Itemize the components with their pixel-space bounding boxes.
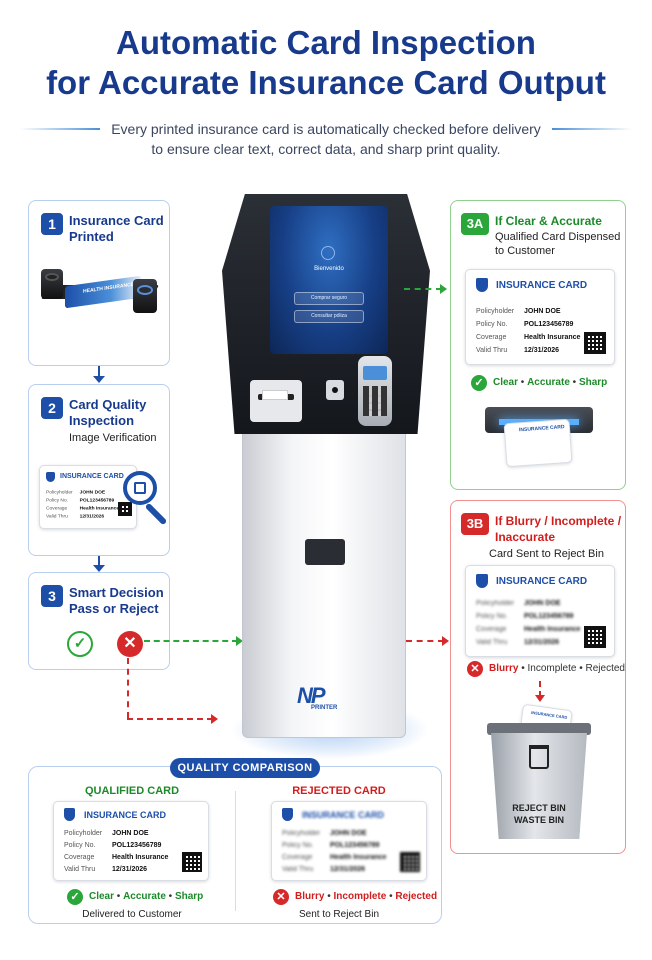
subtitle-line2: to ensure clear text, correct data, and …: [151, 141, 501, 157]
arrow-head-icon: [93, 565, 105, 572]
printer-illustration: HEALTH INSURANCE: [40, 269, 160, 315]
step-3-panel: 3 Smart Decision Pass or Reject ✓ ✕: [28, 572, 170, 670]
qr-code-icon: [400, 852, 420, 872]
reject-bin-connector: [406, 640, 444, 642]
flow-arrow-1-2: [98, 366, 100, 380]
bin-label: REJECT BIN: [512, 803, 566, 813]
step-3a-subtitle-line2: to Customer: [495, 245, 555, 257]
dispense-illustration: INSURANCE CARD: [485, 407, 593, 469]
screen-button-query[interactable]: Consultar póliza: [294, 310, 364, 323]
comparison-bad-status: Blurry • Incomplete • Rejected: [295, 891, 438, 902]
rejected-caption: Sent to Reject Bin: [298, 909, 380, 920]
reject-x-icon: ✕: [117, 631, 143, 657]
step-2-title-line2: Inspection: [69, 413, 135, 428]
shield-icon: [476, 574, 488, 588]
x-icon: ✕: [467, 661, 483, 677]
step-3b-title: If Blurry / Incomplete /: [495, 514, 622, 528]
printed-card: HEALTH INSURANCE: [65, 275, 141, 309]
flow-arrow-2-3: [98, 556, 100, 568]
trash-icon: [529, 745, 549, 769]
step-3a-title: If Clear & Accurate: [495, 214, 602, 228]
shield-icon: [46, 472, 55, 482]
qualified-title: QUALIFIED CARD: [84, 785, 180, 797]
qualified-caption: Delivered to Customer: [82, 909, 182, 920]
pos-terminal[interactable]: [358, 356, 392, 426]
shield-icon: [282, 808, 293, 821]
step-3a-panel: 3A If Clear & Accurate Qualified Card Di…: [450, 200, 626, 490]
reject-connector-down: [127, 658, 129, 718]
step-3b-panel: 3B If Blurry / Incomplete / Inaccurate C…: [450, 500, 626, 854]
kiosk-screen: Bienvenido Comprar seguro Consultar póli…: [270, 206, 388, 354]
step-3-title: Smart Decision: [69, 585, 164, 600]
pass-check-icon: ✓: [67, 631, 93, 657]
arrow-head-icon: [236, 636, 243, 646]
step-2-title: Card Quality: [69, 397, 147, 412]
step-3b-subtitle: Card Sent to Reject Bin: [489, 548, 604, 560]
qr-code-icon: [584, 626, 606, 648]
step-1-number: 1: [41, 213, 63, 235]
step-3a-number: 3A: [461, 213, 489, 235]
screen-welcome: Bienvenido: [314, 266, 344, 272]
reject-connector: [127, 718, 213, 720]
comparison-panel: QUALIFIED CARD REJECTED CARD INSURANCE C…: [28, 766, 442, 924]
step-1-panel: 1 Insurance Card Printed HEALTH INSURANC…: [28, 200, 170, 366]
kiosk-body: NP PRINTER: [242, 420, 406, 738]
card-dispenser: [250, 380, 302, 422]
step-1-title: Insurance Card: [69, 213, 164, 228]
comparison-ok-status: Clear • Accurate • Sharp: [89, 891, 204, 902]
shield-icon: [64, 808, 75, 821]
arrow-head-icon: [535, 695, 545, 702]
page-title: Automatic Card Inspection: [116, 24, 536, 61]
screen-button-buy[interactable]: Comprar seguro: [294, 292, 364, 305]
qr-code-icon: [584, 332, 606, 354]
subtitle: Every printed insurance card is automati…: [111, 121, 541, 137]
step-2-number: 2: [41, 397, 63, 419]
status-ok-text: Clear • Accurate • Sharp: [493, 377, 608, 388]
magnifier-handle: [144, 502, 168, 526]
status-bad-text: Blurry • Incomplete • Rejected: [489, 663, 625, 674]
bin-connector: [539, 681, 541, 697]
step-2-subtitle: Image Verification: [69, 432, 157, 444]
shield-icon: [476, 278, 488, 292]
reject-bin: [491, 733, 587, 839]
arrow-head-icon: [211, 714, 218, 724]
camera-icon: [326, 380, 344, 400]
screen-logo-icon: [321, 246, 335, 260]
dispensed-card: INSURANCE CARD: [503, 418, 573, 468]
qr-code-icon: [182, 852, 202, 872]
subtitle-rule-left: [20, 128, 100, 130]
arrow-head-icon: [442, 636, 449, 646]
step-2-panel: 2 Card Quality Inspection Image Verifica…: [28, 384, 170, 556]
step-1-title-line2: Printed: [69, 229, 114, 244]
page-title-line2: for Accurate Insurance Card Output: [46, 64, 606, 101]
keypad-icon[interactable]: [363, 386, 387, 416]
rejected-title: REJECTED CARD: [292, 785, 386, 797]
check-icon: ✓: [67, 889, 83, 905]
pass-connector: [144, 640, 238, 642]
subtitle-rule-right: [552, 128, 632, 130]
bin-lid: [487, 723, 591, 735]
step-3-title-line2: Pass or Reject: [69, 601, 159, 616]
dispense-connector: [404, 288, 442, 290]
arrow-head-icon: [93, 376, 105, 383]
step-3b-title-line2: Inaccurate: [495, 530, 556, 544]
qr-code-icon: [118, 502, 132, 516]
magnifier-icon: [123, 471, 157, 505]
bin-label-line2: WASTE BIN: [513, 815, 564, 825]
step-3a-subtitle: Qualified Card Dispensed: [495, 231, 621, 243]
comparison-divider: [235, 791, 236, 911]
x-icon: ✕: [273, 889, 289, 905]
comparison-pill: QUALITY COMPARISON: [170, 758, 320, 778]
step-3b-number: 3B: [461, 513, 489, 535]
step-3-number: 3: [41, 585, 63, 607]
brand-logo: NP PRINTER: [297, 683, 338, 711]
card-reader-slot: [305, 539, 345, 565]
check-icon: ✓: [471, 375, 487, 391]
arrow-head-icon: [440, 284, 447, 294]
